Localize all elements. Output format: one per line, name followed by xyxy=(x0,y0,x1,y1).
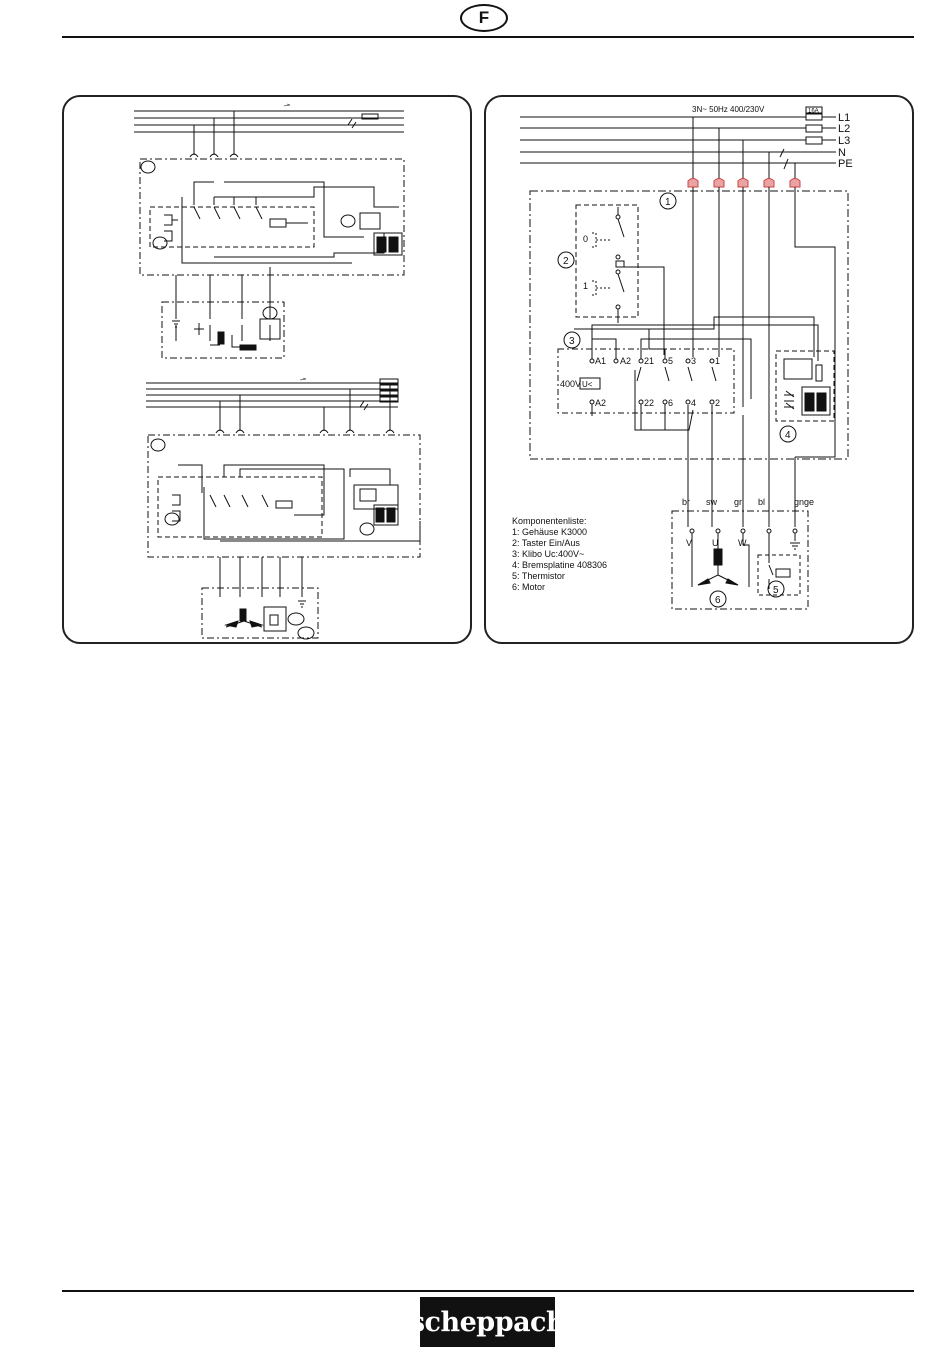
section-letter-badge: F xyxy=(460,4,508,32)
relay-terminal-5: 5 xyxy=(668,356,673,366)
label-switch-2: 2 xyxy=(563,256,569,267)
thermistor-outline xyxy=(758,555,800,595)
switch-pos-0: 0 xyxy=(583,234,588,244)
wire-color-sw: sw xyxy=(706,497,718,507)
wire-color-gr: gr xyxy=(734,497,742,507)
right-wiring-diagram: 3N~ 50Hz 400/230V 16A L1 L2 L3 N PE 1 2 … xyxy=(486,97,916,646)
left-wiring-diagram xyxy=(64,97,474,646)
component-list-item-3: 3: Klibo Uc:400V~ xyxy=(512,549,584,559)
label-brake-board-4: 4 xyxy=(785,430,791,441)
line-label-l2: L2 xyxy=(838,123,850,135)
cable-gland-l2 xyxy=(714,179,724,188)
label-relay-3: 3 xyxy=(569,336,575,347)
label-thermistor-5: 5 xyxy=(773,585,779,596)
label-housing-1: 1 xyxy=(665,197,671,208)
component-list-item-1: 1: Gehäuse K3000 xyxy=(512,527,587,537)
lower-wiring-diagram xyxy=(146,378,420,639)
supply-label: 3N~ 50Hz 400/230V xyxy=(692,105,765,114)
relay-terminal-4: 4 xyxy=(691,398,696,408)
switch-outline xyxy=(576,205,638,317)
relay-terminal-22: 22 xyxy=(644,398,654,408)
footer-rule xyxy=(62,1290,914,1292)
relay-terminal-21: 21 xyxy=(644,356,654,366)
fuse-label: 16A xyxy=(808,109,819,115)
relay-coil-label: 400V xyxy=(560,379,581,389)
switch-pos-1: 1 xyxy=(583,281,588,291)
line-label-pe: PE xyxy=(838,158,853,170)
cable-gland-l3 xyxy=(738,179,748,188)
component-list-item-5: 5: Thermistor xyxy=(512,571,565,581)
cable-gland-l1 xyxy=(688,179,698,188)
relay-terminal-1: 1 xyxy=(715,356,720,366)
relay-coil-symbol: U< xyxy=(582,380,593,389)
wire-color-bl: bl xyxy=(758,497,765,507)
wire-color-gnge: gnge xyxy=(794,497,814,507)
label-motor-6: 6 xyxy=(715,595,721,606)
upper-wiring-diagram xyxy=(134,104,404,358)
component-list-item-6: 6: Motor xyxy=(512,582,545,592)
relay-terminal-2: 2 xyxy=(715,398,720,408)
relay-terminal-a1: A1 xyxy=(595,356,606,366)
component-list-item-2: 2: Taster Ein/Aus xyxy=(512,538,580,548)
brand-logo: scheppach xyxy=(420,1297,555,1347)
cable-gland-pe xyxy=(790,179,800,188)
motor-terminal-v: V xyxy=(686,538,692,548)
component-list-title: Komponentenliste: xyxy=(512,516,587,526)
line-label-l3: L3 xyxy=(838,135,850,147)
relay-terminal-a2-bottom: A2 xyxy=(595,398,606,408)
relay-terminal-3: 3 xyxy=(691,356,696,366)
right-diagram-panel: 3N~ 50Hz 400/230V 16A L1 L2 L3 N PE 1 2 … xyxy=(484,95,914,644)
component-list-item-4: 4: Bremsplatine 408306 xyxy=(512,560,607,570)
relay-terminal-a2-top: A2 xyxy=(620,356,631,366)
header-rule xyxy=(62,36,914,38)
relay-terminal-6: 6 xyxy=(668,398,673,408)
wire-color-br: br xyxy=(682,497,690,507)
cable-gland-n xyxy=(764,179,774,188)
left-diagram-panel xyxy=(62,95,472,644)
